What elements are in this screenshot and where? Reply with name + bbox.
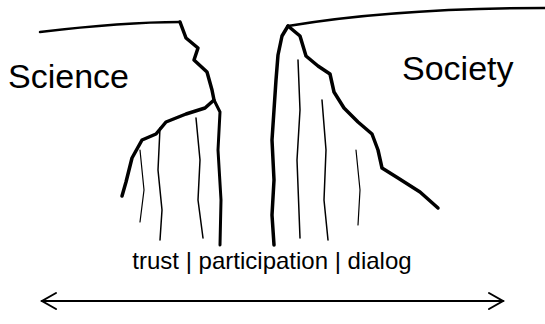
cliff-face: [272, 26, 288, 245]
arrow-head: [489, 293, 503, 309]
cliff-face: [214, 100, 221, 245]
cliff-crack: [158, 128, 162, 240]
side-label: Society: [402, 49, 514, 88]
arrow-head: [42, 293, 56, 309]
cliff-crack: [297, 60, 300, 238]
double-arrow: [42, 293, 503, 309]
cliff-crack: [322, 100, 328, 240]
arrow-caption: trust | participation | dialog: [132, 247, 411, 275]
cliff-crack: [196, 118, 203, 238]
cliff-crack: [356, 150, 360, 225]
left-cliff: [40, 22, 221, 245]
side-label: Science: [8, 57, 129, 96]
arrow-shaft: [42, 300, 503, 302]
cliff-crack: [140, 150, 144, 222]
right-cliff: [272, 8, 545, 245]
cliff-top-edge: [40, 22, 180, 32]
cliff-top-edge: [288, 8, 545, 26]
